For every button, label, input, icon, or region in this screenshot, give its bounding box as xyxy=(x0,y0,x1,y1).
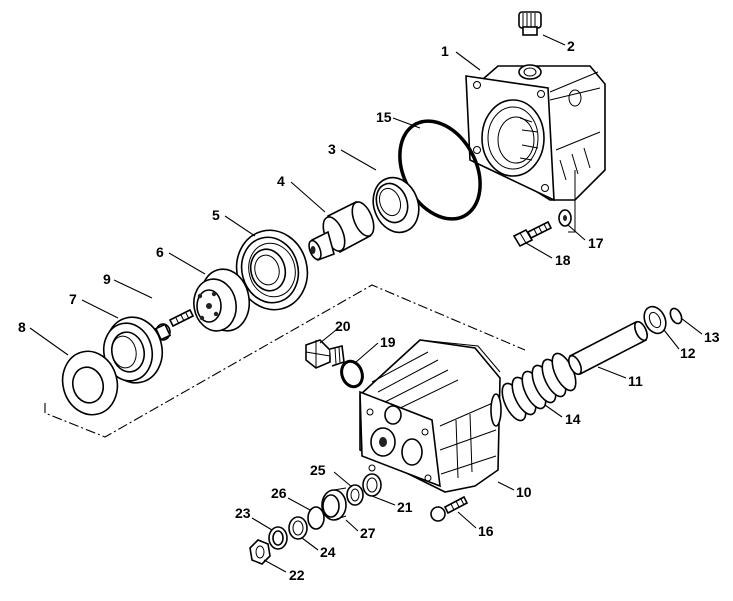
callout-3: 3 xyxy=(328,141,336,157)
part-24-ring xyxy=(288,516,308,540)
part-23-valve xyxy=(268,526,288,550)
part-5-bearing xyxy=(235,229,309,311)
callout-2: 2 xyxy=(567,38,575,54)
callout-15: 15 xyxy=(376,109,392,125)
callout-10: 10 xyxy=(516,484,532,500)
part-19-o-ring xyxy=(340,359,364,389)
part-13-ring xyxy=(669,307,683,325)
callout-23: 23 xyxy=(235,505,251,521)
callout-19: 19 xyxy=(380,334,396,350)
leader-lines xyxy=(29,34,703,573)
callout-14: 14 xyxy=(565,411,581,427)
assembly-boundary xyxy=(44,284,526,438)
part-16-bolt xyxy=(430,495,469,522)
part-7-cup-seal xyxy=(102,316,164,384)
callout-26: 26 xyxy=(271,485,287,501)
part-6-wobble-plate xyxy=(193,268,251,332)
callout-25: 25 xyxy=(310,462,326,478)
callout-12: 12 xyxy=(680,345,696,361)
part-3-seal xyxy=(372,176,420,234)
callout-17: 17 xyxy=(588,235,604,251)
part-4-shaft xyxy=(308,200,375,262)
callout-6: 6 xyxy=(156,244,164,260)
part-25-valve-seat xyxy=(346,484,364,506)
part-18-bolt xyxy=(512,220,553,248)
callout-27: 27 xyxy=(360,525,376,541)
callout-5: 5 xyxy=(212,207,220,223)
part-11-piston xyxy=(568,320,648,376)
part-2-cap xyxy=(518,11,542,36)
callout-8: 8 xyxy=(18,319,26,335)
callout-9: 9 xyxy=(103,271,111,287)
part-20-plug xyxy=(305,339,345,369)
callout-22: 22 xyxy=(289,567,305,583)
callout-11: 11 xyxy=(628,373,643,389)
callout-18: 18 xyxy=(555,252,571,268)
callout-16: 16 xyxy=(478,523,494,539)
part-27-valve-cap xyxy=(321,487,347,521)
callout-24: 24 xyxy=(320,544,336,560)
callout-1: 1 xyxy=(441,43,449,59)
part-21-valve xyxy=(362,473,382,497)
part-14-spring xyxy=(501,352,577,422)
part-1-housing xyxy=(465,64,606,233)
callout-13: 13 xyxy=(704,329,720,345)
part-8-washer xyxy=(61,350,119,416)
callout-4: 4 xyxy=(277,173,285,189)
callout-21: 21 xyxy=(397,499,413,515)
part-12-seal xyxy=(643,305,667,335)
callout-20: 20 xyxy=(335,318,351,334)
part-17-washer xyxy=(558,209,572,227)
part-26-o-ring xyxy=(307,506,325,530)
part-10-pump-head xyxy=(359,339,502,493)
part-9-screw xyxy=(154,308,195,341)
callout-7: 7 xyxy=(69,291,77,307)
part-22-nut xyxy=(249,539,271,565)
